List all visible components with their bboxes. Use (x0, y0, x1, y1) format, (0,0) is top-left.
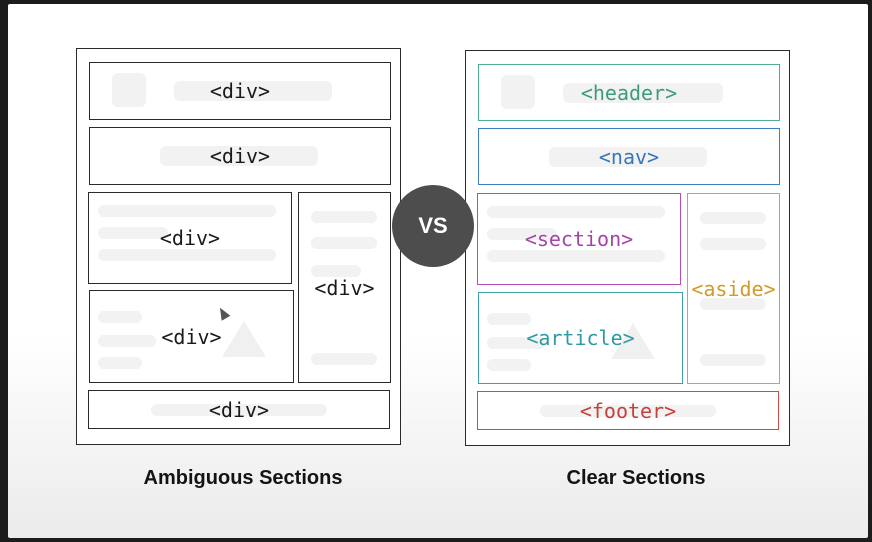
div-main-bottom-box: <div> (89, 290, 294, 383)
div-header-box: <div> (89, 62, 391, 120)
aside-box: <aside> (687, 193, 780, 384)
div-side-label: <div> (314, 275, 375, 300)
div-footer-box: <div> (88, 390, 390, 429)
div-footer-label: <div> (208, 397, 270, 422)
div-main-top-box: <div> (88, 192, 292, 284)
div-main-bottom-label: <div> (161, 324, 222, 349)
div-main-top-label: <div> (159, 226, 221, 250)
aside-label: <aside> (691, 276, 776, 301)
div-nav-label: <div> (209, 144, 271, 168)
section-box: <section> (477, 193, 681, 285)
div-header-label: <div> (209, 79, 271, 103)
footer-label: <footer> (579, 398, 677, 423)
vs-label: VS (418, 213, 448, 238)
nav-label: <nav> (598, 144, 660, 169)
header-label: <header> (580, 80, 678, 105)
div-side-box: <div> (298, 192, 391, 383)
article-label: <article> (526, 326, 635, 350)
section-label: <section> (524, 227, 634, 251)
article-box: <article> (478, 292, 683, 384)
clear-sections-caption: Clear Sections (566, 467, 706, 489)
nav-box: <nav> (478, 128, 780, 185)
footer-box: <footer> (477, 391, 779, 430)
ambiguous-sections-caption: Ambiguous Sections (143, 467, 343, 489)
div-nav-box: <div> (89, 127, 391, 185)
header-box: <header> (478, 64, 780, 121)
vs-badge: VS (392, 185, 474, 267)
